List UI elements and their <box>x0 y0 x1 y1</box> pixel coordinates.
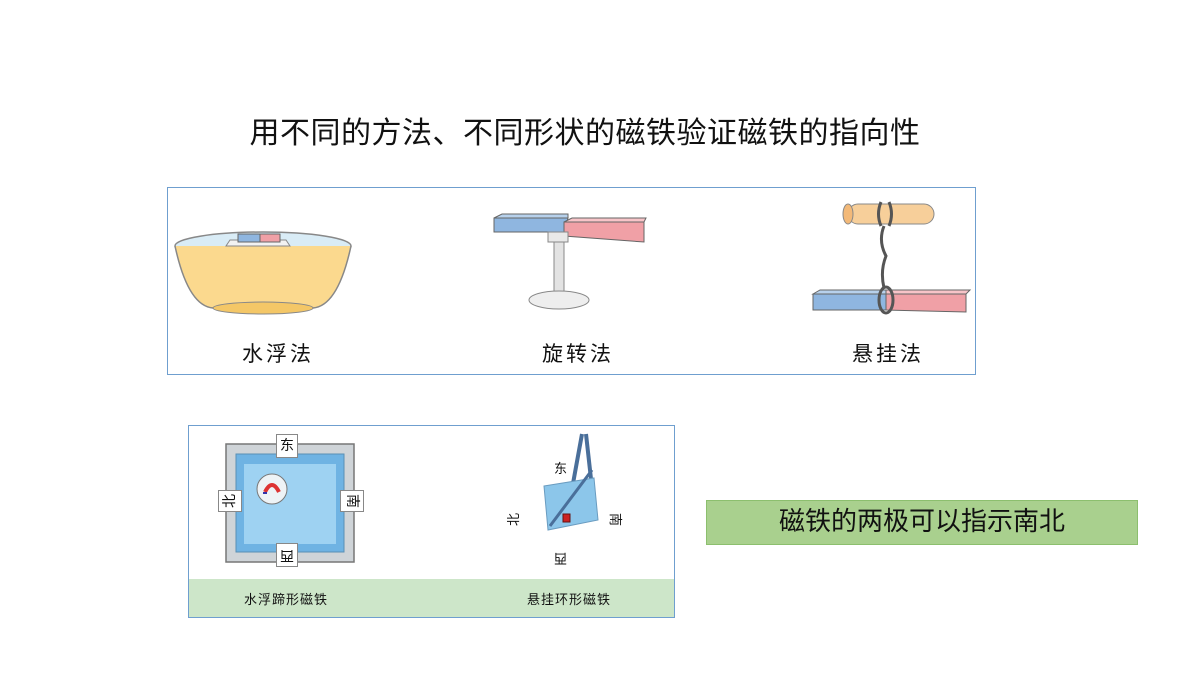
direction-south: 南 <box>607 512 623 527</box>
caption-ring-suspension: 悬挂环形磁铁 <box>527 593 612 608</box>
page-title: 用不同的方法、不同形状的磁铁验证磁铁的指向性 <box>249 116 921 151</box>
water-tank-illustration <box>225 443 355 563</box>
demo-horseshoe-float: 东 西 南 北 <box>189 426 432 581</box>
direction-west: 西 <box>554 550 568 565</box>
demo-panel: 东 西 南 北 东 西 南 北 水浮蹄形磁铁 悬挂环形磁铁 <box>188 425 675 618</box>
method-rotation: 旋转法 <box>468 188 688 374</box>
method-label: 旋转法 <box>542 342 614 366</box>
method-label: 悬挂法 <box>852 342 924 366</box>
method-water-float: 水浮法 <box>168 188 388 374</box>
suspension-illustration <box>811 201 972 315</box>
direction-west: 西 <box>276 543 298 567</box>
water-basin-illustration <box>174 231 352 315</box>
method-label: 水浮法 <box>242 342 314 366</box>
caption-bar: 水浮蹄形磁铁 悬挂环形磁铁 <box>189 579 674 617</box>
hanging-ring-magnet-illustration <box>543 433 599 531</box>
direction-north: 北 <box>218 490 242 512</box>
caption-horseshoe-float: 水浮蹄形磁铁 <box>244 593 329 608</box>
direction-north: 北 <box>507 512 523 527</box>
method-suspension: 悬挂法 <box>778 188 998 374</box>
direction-south: 南 <box>340 490 364 512</box>
conclusion-box: 磁铁的两极可以指示南北 <box>706 500 1138 545</box>
rotation-stand-illustration <box>493 213 647 310</box>
demo-ring-suspension: 东 西 南 北 <box>432 426 675 581</box>
direction-east: 东 <box>554 462 568 477</box>
direction-east: 东 <box>276 434 298 458</box>
methods-panel: 水浮法 旋转法 悬挂法 <box>167 187 976 375</box>
